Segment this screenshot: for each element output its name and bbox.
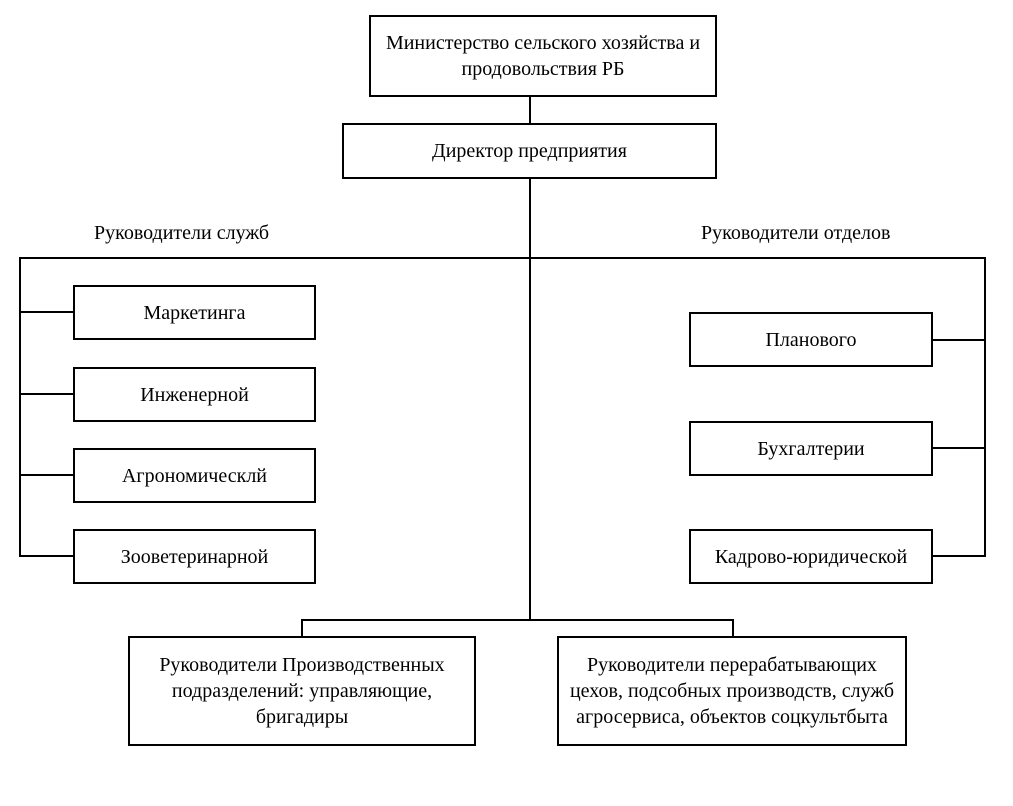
left-item-engineering: Инженерной	[73, 367, 316, 422]
left-item-label: Инженерной	[140, 383, 249, 406]
right-item-label: Планового	[765, 328, 857, 351]
director-label: Директор предприятия	[432, 140, 627, 162]
left-item-label: Зооветеринарной	[120, 545, 269, 568]
bottom-production-label: Руководители Производственных подразделе…	[159, 654, 445, 728]
left-item-marketing: Маркетинга	[73, 285, 316, 340]
ministry-label: Министерство сельского хозяйства и продо…	[385, 32, 701, 80]
ministry-box: Министерство сельского хозяйства и продо…	[369, 15, 717, 97]
bottom-production-box: Руководители Производственных подразделе…	[128, 636, 476, 746]
right-item-label: Бухгалтерии	[757, 437, 865, 460]
right-item-accounting: Бухгалтерии	[689, 421, 933, 476]
right-item-planning: Планового	[689, 312, 933, 367]
left-item-veterinary: Зооветеринарной	[73, 529, 316, 584]
director-box: Директор предприятия	[342, 123, 717, 179]
left-group-heading: Руководители служб	[94, 222, 270, 244]
left-item-label: Маркетинга	[143, 301, 246, 324]
bottom-processing-label: Руководители перерабатывающих цехов, под…	[569, 654, 895, 728]
right-group-heading: Руководители отделов	[701, 222, 891, 244]
left-item-agronomy: Агрономическлй	[73, 448, 316, 503]
right-item-hr-legal: Кадрово-юридической	[689, 529, 933, 584]
left-item-label: Агрономическлй	[121, 464, 268, 487]
bottom-processing-box: Руководители перерабатывающих цехов, под…	[557, 636, 907, 746]
right-item-label: Кадрово-юридической	[714, 545, 908, 568]
